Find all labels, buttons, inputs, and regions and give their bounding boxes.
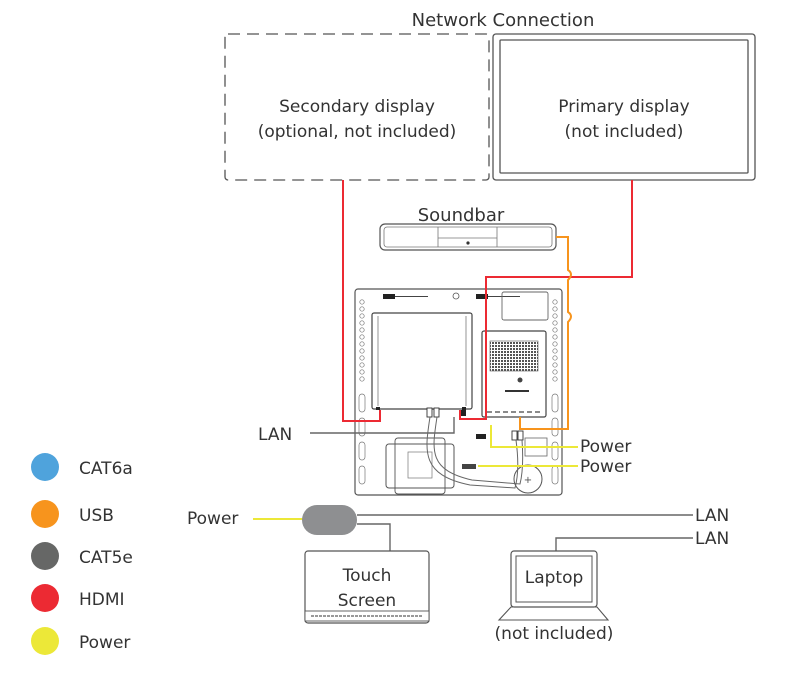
secondary-display-note: (optional, not included) [258, 122, 457, 142]
lan-label-plate: LAN [258, 425, 292, 445]
legend-label-cat6a: CAT6a [79, 459, 133, 479]
legend-swatch-cat5e [31, 542, 59, 570]
mounting-hole [359, 334, 365, 340]
poe-injector [302, 505, 357, 535]
mounting-hole [359, 320, 365, 326]
legend-item-cat6a: CAT6a [31, 453, 133, 481]
primary-display-note: (not included) [565, 122, 684, 142]
power-label-bottom: Power [187, 509, 238, 529]
touch-screen-wire [357, 523, 391, 551]
lan-label-1: LAN [695, 506, 729, 526]
svg-text:+: + [524, 475, 532, 486]
mounting-plate: + [354, 288, 563, 496]
mounting-hole [359, 341, 365, 347]
legend: CAT6a USB CAT5e HDMI Power [31, 453, 133, 655]
mounting-slot [358, 417, 366, 437]
legend-item-hdmi: HDMI [31, 584, 125, 612]
touch-screen-label-1: Touch [342, 566, 392, 586]
legend-swatch-power [31, 627, 59, 655]
mounting-hole [359, 313, 365, 319]
laptop: Laptop (not included) [495, 550, 614, 644]
mounting-slot [358, 441, 366, 461]
mounting-slot [358, 393, 366, 413]
mounting-slot [551, 441, 559, 461]
mounting-hole [552, 334, 558, 340]
legend-item-cat5e: CAT5e [31, 542, 133, 570]
touch-screen: Touch Screen [304, 550, 430, 624]
mounting-hole [552, 313, 558, 319]
diagram-title: Network Connection [412, 10, 595, 31]
mounting-hole [552, 355, 558, 361]
mounting-slot [551, 393, 559, 413]
mounting-hole [552, 341, 558, 347]
lan-wire-plate [310, 417, 455, 434]
legend-label-power: Power [79, 633, 130, 653]
mounting-slot [551, 417, 559, 437]
lan-label-2: LAN [695, 529, 729, 549]
mounting-hole [552, 348, 558, 354]
legend-label-usb: USB [79, 506, 114, 526]
mounting-hole [552, 299, 558, 305]
legend-label-hdmi: HDMI [79, 590, 125, 610]
mounting-hole [552, 306, 558, 312]
mounting-hole [359, 306, 365, 312]
mounting-hole [552, 369, 558, 375]
primary-display: Primary display (not included) [492, 33, 756, 181]
legend-label-cat5e: CAT5e [79, 548, 133, 568]
legend-swatch-usb [31, 500, 59, 528]
power-label-1: Power [580, 437, 631, 457]
mounting-slot [358, 465, 366, 485]
mounting-hole [552, 320, 558, 326]
legend-swatch-cat6a [31, 453, 59, 481]
usb-wire [519, 236, 572, 430]
soundbar: Soundbar [379, 205, 557, 251]
secondary-display: Secondary display (optional, not include… [224, 33, 490, 181]
legend-swatch-hdmi [31, 584, 59, 612]
primary-display-label: Primary display [558, 97, 689, 117]
legend-item-usb: USB [31, 500, 114, 528]
secondary-display-label: Secondary display [279, 97, 435, 117]
mounting-hole [359, 376, 365, 382]
mounting-hole [359, 348, 365, 354]
hdmi-wire-primary [459, 180, 633, 420]
mounting-hole [359, 369, 365, 375]
legend-item-power: Power [31, 627, 130, 655]
mounting-hole [359, 327, 365, 333]
mounting-hole [552, 376, 558, 382]
mounting-hole [359, 362, 365, 368]
mounting-hole [359, 299, 365, 305]
mounting-hole [359, 355, 365, 361]
soundbar-label: Soundbar [418, 205, 505, 226]
power-wires-plate [478, 425, 578, 467]
laptop-note: (not included) [495, 624, 614, 644]
laptop-label: Laptop [525, 568, 584, 588]
touch-screen-label-2: Screen [338, 591, 396, 611]
hdmi-wires [342, 180, 633, 422]
hdmi-wire-secondary [342, 180, 381, 422]
mounting-hole [552, 327, 558, 333]
mounting-hole [552, 362, 558, 368]
power-label-2: Power [580, 457, 631, 477]
lan-wire-laptop [555, 537, 693, 551]
